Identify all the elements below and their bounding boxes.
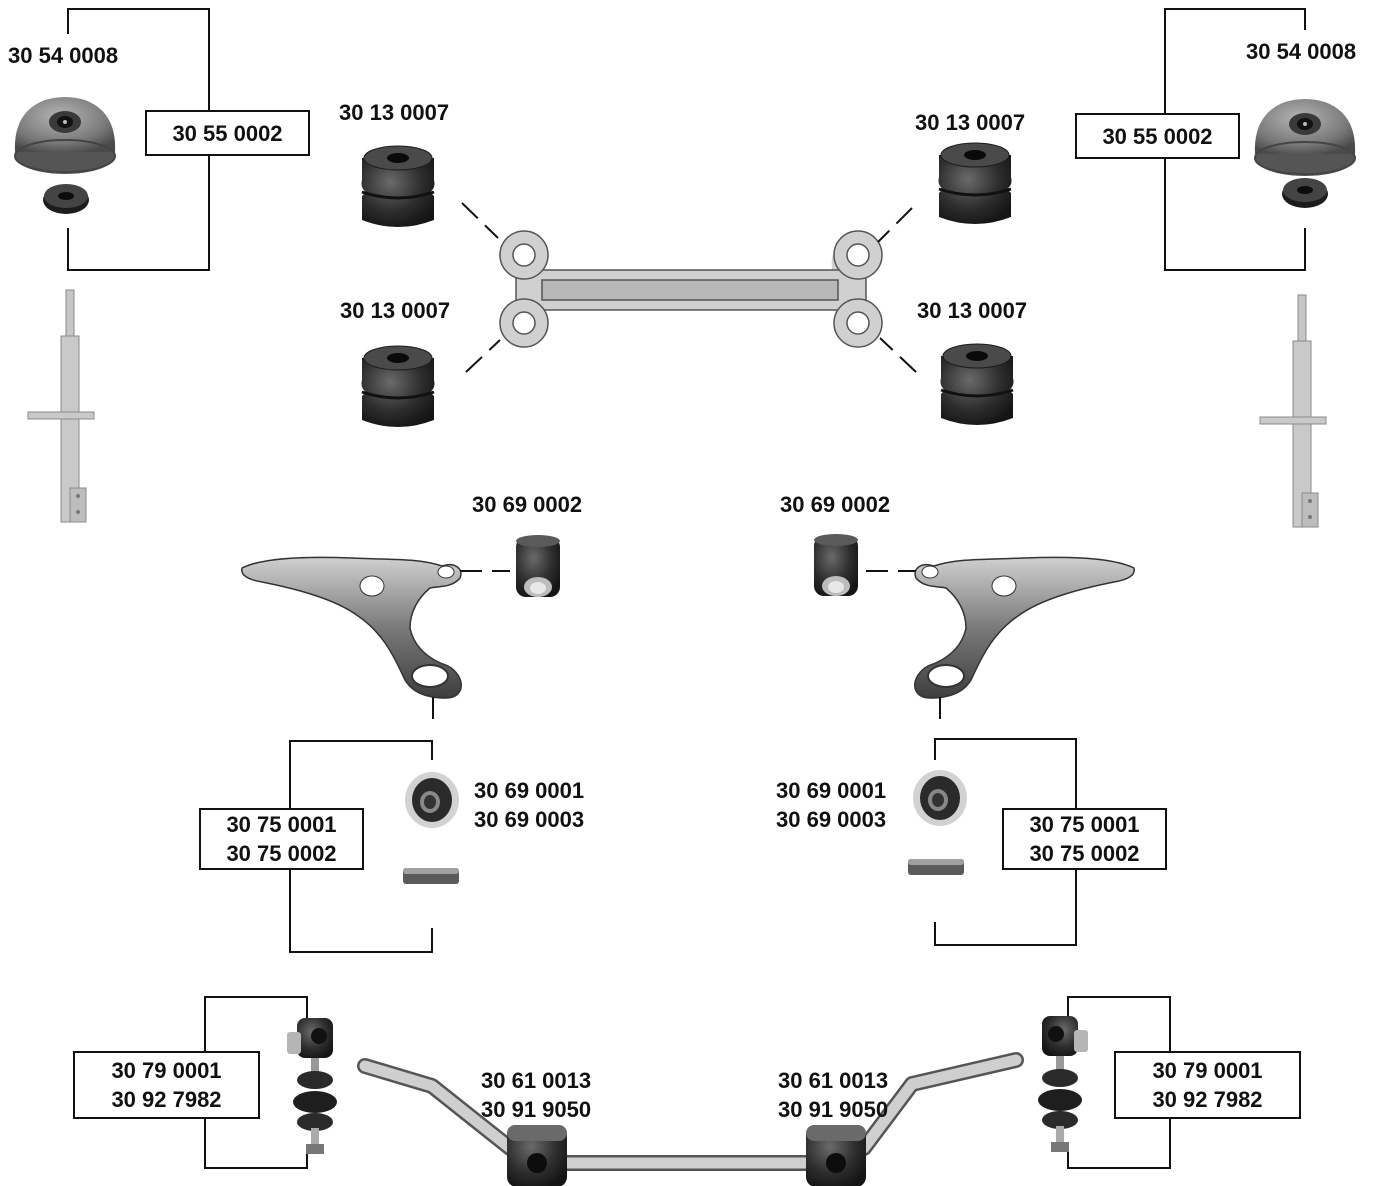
box-arm-kit-right-1: 30 75 0001 — [1029, 812, 1140, 837]
bar-bush-left — [507, 1125, 567, 1186]
box-strut-kit-right-text: 30 55 0002 — [1102, 123, 1213, 149]
box-link-left-2: 30 92 7982 — [111, 1087, 222, 1112]
subframe-bush-top-left — [360, 144, 436, 229]
shock-absorber-left — [27, 289, 95, 523]
arm-rear-bush-right — [913, 770, 967, 826]
subframe-leader-lines — [461, 202, 917, 373]
label-arm-front-bush-left: 30 69 0002 — [472, 492, 583, 517]
arm-front-bush-right — [814, 534, 858, 596]
label-subframe-bush-bottom-left: 30 13 0007 — [340, 298, 451, 323]
box-strut-kit-left-text: 30 55 0002 — [172, 120, 283, 146]
label-arm-rear-bush-left: 30 69 0001 30 69 0003 — [474, 776, 584, 834]
box-link-right-1: 30 79 0001 — [1152, 1058, 1263, 1083]
subframe-bush-bottom-right — [939, 342, 1015, 427]
box-arm-kit-left: 30 75 0001 30 75 0002 — [199, 808, 364, 870]
shock-absorber-right — [1259, 294, 1327, 528]
box-arm-kit-right-2: 30 75 0002 — [1029, 841, 1140, 866]
label-strut-mount-right: 30 54 0008 — [1246, 39, 1357, 64]
label-bar-bush-left-1: 30 61 0013 — [481, 1068, 592, 1093]
label-arm-rear-bush-right-2: 30 69 0003 — [776, 807, 887, 832]
stabilizer-link-left — [287, 1018, 337, 1154]
box-strut-kit-left: 30 55 0002 — [145, 110, 310, 156]
arm-rear-bush-left — [405, 772, 459, 828]
control-arm-left — [240, 556, 463, 699]
arm-front-bush-left — [516, 535, 560, 597]
box-link-left-1: 30 79 0001 — [111, 1058, 222, 1083]
box-arm-kit-left-2: 30 75 0002 — [226, 841, 337, 866]
box-strut-kit-right: 30 55 0002 — [1075, 113, 1240, 159]
strut-washer-right — [1282, 178, 1328, 208]
box-link-right: 30 79 0001 30 92 7982 — [1114, 1051, 1301, 1119]
strut-washer-left — [43, 184, 89, 214]
box-arm-kit-left-1: 30 75 0001 — [226, 812, 337, 837]
label-bar-bush-left-2: 30 91 9050 — [481, 1097, 592, 1122]
label-subframe-bush-bottom-right: 30 13 0007 — [917, 298, 1028, 323]
arm-sleeve-right — [908, 859, 964, 875]
box-link-right-2: 30 92 7982 — [1152, 1087, 1263, 1112]
box-link-left: 30 79 0001 30 92 7982 — [73, 1051, 260, 1119]
label-bar-bush-left: 30 61 0013 30 91 9050 — [481, 1066, 591, 1124]
strut-mount-right — [1253, 98, 1357, 177]
subframe — [499, 230, 883, 348]
subframe-bush-top-right — [937, 141, 1013, 226]
label-bar-bush-right-2: 30 91 9050 — [778, 1097, 889, 1122]
label-bar-bush-right-1: 30 61 0013 — [778, 1068, 889, 1093]
label-arm-front-bush-right: 30 69 0002 — [780, 492, 891, 517]
label-arm-rear-bush-left-2: 30 69 0003 — [474, 807, 585, 832]
arm-leader-lines — [432, 570, 941, 727]
strut-mount-left — [13, 96, 117, 175]
label-arm-rear-bush-right-1: 30 69 0001 — [776, 778, 887, 803]
label-strut-mount-left: 30 54 0008 — [8, 43, 119, 68]
control-arm-right — [913, 556, 1136, 699]
bar-bush-right — [806, 1125, 866, 1186]
label-arm-rear-bush-right: 30 69 0001 30 69 0003 — [776, 776, 886, 834]
label-arm-rear-bush-left-1: 30 69 0001 — [474, 778, 585, 803]
subframe-bush-bottom-left — [360, 344, 436, 429]
label-subframe-bush-top-right: 30 13 0007 — [915, 110, 1026, 135]
stabilizer-link-right — [1038, 1016, 1088, 1152]
label-bar-bush-right: 30 61 0013 30 91 9050 — [778, 1066, 888, 1124]
arm-sleeve-left — [403, 868, 459, 884]
box-arm-kit-right: 30 75 0001 30 75 0002 — [1002, 808, 1167, 870]
label-subframe-bush-top-left: 30 13 0007 — [339, 100, 450, 125]
